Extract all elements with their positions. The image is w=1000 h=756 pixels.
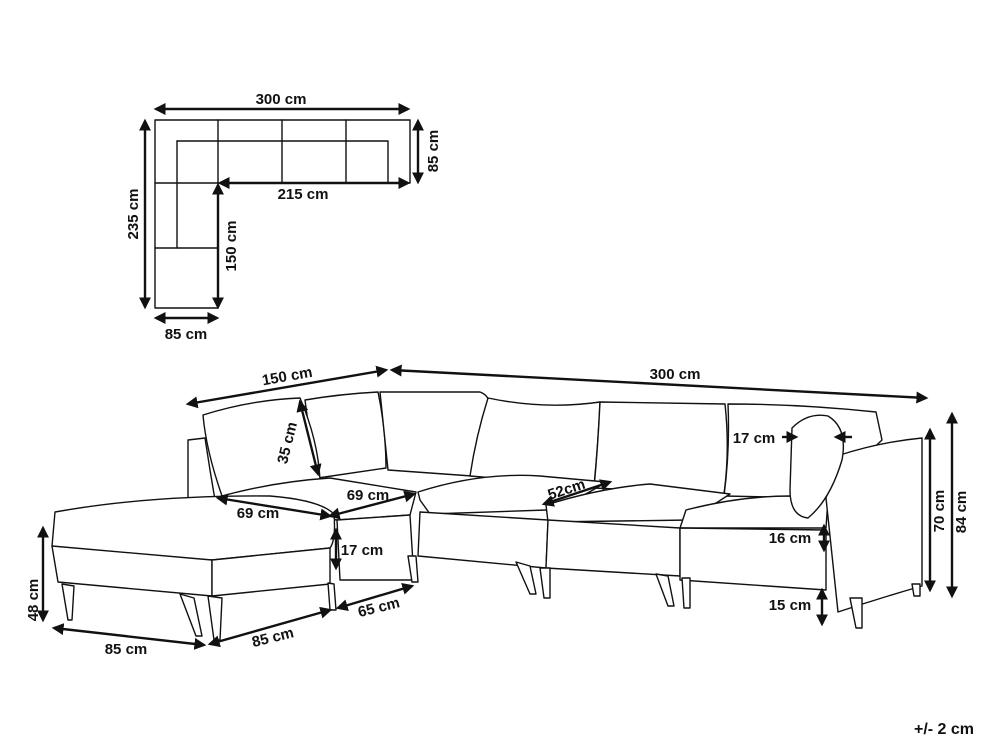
plan-total-length-label: 235 cm [125, 189, 142, 240]
tolerance-note: +/- 2 cm [913, 721, 974, 738]
seat-depth-a-arrow [215, 493, 333, 521]
arm-height-label: 70 cm [931, 490, 948, 533]
cushion-height-arrow [296, 399, 322, 477]
seat-depth-c-arrow [541, 479, 613, 507]
top-width-label: 300 cm [650, 366, 701, 383]
top-width-arrow [389, 364, 929, 404]
top-left-width-label: 150 cm [261, 364, 314, 390]
ottoman-depth-label: 85 cm [250, 624, 295, 651]
top-left-width-arrow [185, 365, 389, 409]
ottoman-height-label: 48 cm [25, 579, 42, 622]
total-height-label: 84 cm [953, 491, 970, 534]
plan-depth-left-label: 85 cm [165, 326, 208, 343]
module-width-label: 65 cm [356, 594, 401, 621]
leg-height-label: 15 cm [769, 597, 812, 614]
seat-base-3 [545, 519, 681, 577]
plan-inner-length-label: 150 cm [223, 221, 240, 272]
right-arm [825, 437, 923, 613]
back-cushion-4 [593, 401, 728, 495]
module-width-arrow [335, 582, 415, 612]
seat-depth-a-label: 69 cm [237, 505, 280, 522]
seat-thickness-label: 16 cm [769, 530, 812, 547]
ottoman-cushion-label: 17 cm [341, 542, 384, 559]
plan-inner-width-label: 215 cm [278, 186, 329, 203]
seat-depth-b-arrow [327, 490, 417, 520]
plan-depth-right-label: 85 cm [425, 130, 442, 173]
side-cushion-label: 17 cm [733, 430, 776, 447]
throw-pillow-right [789, 414, 845, 519]
seat-base-2 [417, 511, 549, 569]
plan-view: 300 cm 85 cm 215 cm 235 cm 150 cm 85 cm [125, 91, 442, 343]
back-cushion-3 [469, 397, 601, 487]
seat-depth-b-label: 69 cm [347, 487, 390, 504]
ottoman-width-arrow [51, 623, 207, 650]
ottoman-width-label: 85 cm [105, 641, 148, 658]
plan-width-label: 300 cm [256, 91, 307, 108]
ottoman-depth-arrow [207, 606, 333, 648]
plan-outline [154, 119, 411, 309]
